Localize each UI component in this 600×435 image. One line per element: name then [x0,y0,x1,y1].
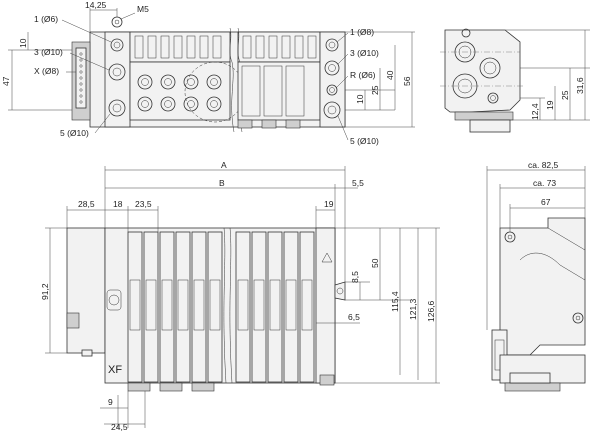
dim-19-top: 19 [324,199,334,209]
dim-10-left: 10 [18,38,28,48]
top-right-view: 12,4 19 25 31,6 [440,28,590,133]
dim-31-6: 31,6 [575,77,585,94]
port-5-d10-right: 5 (Ø10) [350,136,379,146]
valve-slices-right [235,231,315,383]
dim-14-25: 14,25 [85,0,107,10]
dim-23-5: 23,5 [135,199,152,209]
dim-56: 56 [402,76,412,86]
dim-m5: M5 [137,4,149,14]
dim-ca-82-5: ca. 82,5 [528,160,559,170]
dim-40: 40 [385,70,395,80]
dim-b: B [219,178,225,188]
dim-12-4: 12,4 [530,103,540,120]
dim-25: 25 [370,85,380,95]
top-left-view: 14,25 M5 1 (Ø6) 3 (Ø10) X (Ø8) 5 (Ø10) 1… [1,0,415,146]
dim-ca-73: ca. 73 [533,178,556,188]
dim-6-5: 6,5 [348,312,360,322]
dim-10-right: 10 [355,94,365,104]
dim-91-2: 91,2 [40,283,50,300]
port-r-d6: R (Ø6) [350,70,376,80]
dim-9: 9 [108,397,113,407]
port-3-d10: 3 (Ø10) [34,47,63,57]
dim-19: 19 [545,100,555,110]
dim-24-5: 24,5 [111,422,128,432]
dsub-pins [79,52,83,104]
dim-18: 18 [113,199,123,209]
dim-28-5: 28,5 [78,199,95,209]
dim-67: 67 [541,197,551,207]
dim-8-5: 8,5 [350,271,360,283]
dim-a: A [221,160,227,170]
port-1-d6: 1 (Ø6) [34,14,58,24]
port-5-d10-left: 5 (Ø10) [60,128,89,138]
dim-121-3: 121,3 [408,298,418,320]
valve-slices-left [127,231,223,383]
port-x-d8: X (Ø8) [34,66,59,76]
dim-126-6: 126,6 [426,300,436,322]
port-3-d10-right: 3 (Ø10) [350,48,379,58]
dim-25-side: 25 [560,90,570,100]
valve-stations-top [129,31,321,63]
dim-50: 50 [370,258,380,268]
dim-5-5: 5,5 [352,178,364,188]
svg-text:XF: XF [108,364,122,376]
dim-47: 47 [1,76,11,86]
bottom-left-view: XF A B 5,5 28,5 18 23,5 19 91,2 [40,160,440,432]
dim-115-4: 115,4 [390,291,400,312]
bottom-right-view: ca. 82,5 ca. 73 67 [486,160,586,392]
